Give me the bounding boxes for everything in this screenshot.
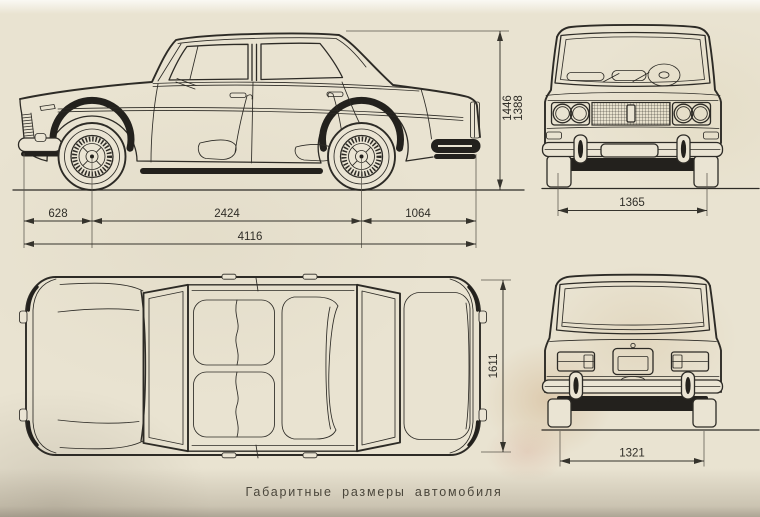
- headlights-left: [550, 101, 591, 126]
- rear-bench-top: [281, 296, 339, 440]
- trunk-lid: [403, 292, 471, 440]
- side-grille: [21, 112, 35, 138]
- wipers: [602, 72, 650, 83]
- rear-wheel-arch: [319, 97, 404, 152]
- tail-light: [470, 101, 480, 139]
- exhaust-pipe: [657, 396, 671, 402]
- tail-light-right: [670, 351, 710, 372]
- license-recess: [612, 347, 654, 376]
- grille-badge: [626, 104, 636, 123]
- b-pillar: [251, 43, 258, 82]
- rear-window-top: [356, 283, 401, 453]
- dim-height-upper: 1446: [502, 95, 514, 121]
- side-view-dimensions: 628 2424 1064 4116 1446 1388: [23, 30, 525, 248]
- front-door-handle: [229, 92, 247, 98]
- front-view-drawing: [541, 24, 760, 190]
- front-left-tire: [546, 155, 572, 188]
- steering-wheel: [647, 63, 681, 87]
- dim-rear-track: 1321: [619, 448, 645, 460]
- body-outline: [25, 276, 481, 456]
- top-view-dimensions: 1611: [481, 279, 511, 453]
- side-view-drawing: [12, 32, 525, 190]
- dim-height-lower: 1388: [513, 95, 525, 121]
- dim-overall-width: 1611: [488, 354, 500, 379]
- windshield-top: [142, 283, 189, 453]
- front-wheel-arch: [49, 97, 135, 152]
- tail-light-left: [556, 351, 596, 372]
- rear-view-drawing: [541, 273, 760, 431]
- rear-license-plate: [617, 356, 649, 371]
- rocker-shadow: [140, 168, 323, 174]
- rear-left-tire: [547, 398, 572, 428]
- caption: Габаритные размеры автомобиля: [245, 485, 502, 499]
- top-view-drawing: [19, 273, 487, 459]
- dim-front-overhang: 628: [48, 208, 67, 220]
- antenna-base: [630, 342, 636, 349]
- rear-door-window: [260, 42, 344, 81]
- license-plate: [600, 143, 659, 158]
- fender-lamp: [39, 104, 56, 111]
- dim-wheelbase: 2424: [214, 208, 240, 220]
- windshield: [554, 31, 711, 88]
- dim-front-track: 1365: [619, 197, 645, 209]
- rear-view-dimensions: 1321: [559, 431, 705, 467]
- headlights-right: [671, 101, 712, 126]
- dim-overall-length: 4116: [238, 231, 263, 243]
- front-seats-top: [193, 299, 275, 438]
- front-right-tire: [693, 155, 719, 188]
- front-view-dimensions: 1365: [557, 173, 708, 216]
- rear-window: [555, 281, 711, 335]
- hood: [57, 282, 147, 450]
- front-door-window: [168, 43, 249, 81]
- dim-rear-overhang: 1064: [405, 208, 431, 220]
- rear-right-tire: [692, 398, 717, 428]
